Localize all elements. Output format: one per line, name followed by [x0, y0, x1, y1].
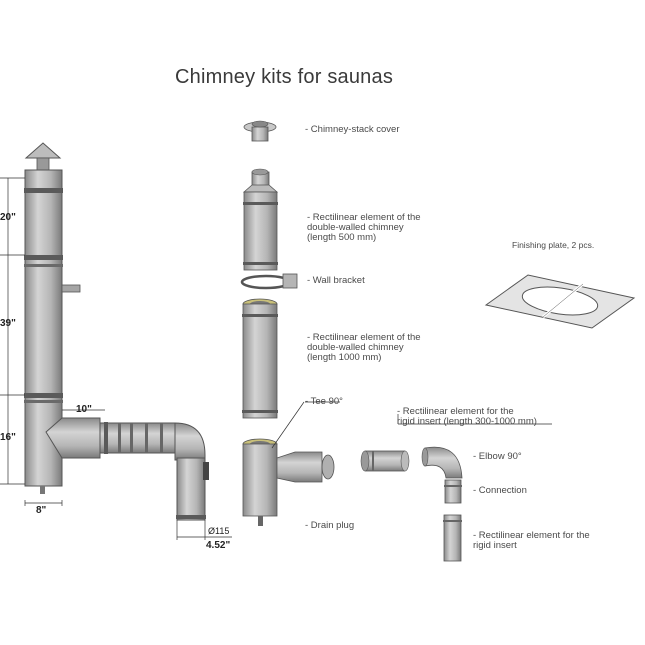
assembled-horizontal-pipe — [99, 422, 176, 454]
exploded-view — [240, 120, 552, 562]
assembled-cap — [24, 142, 62, 159]
part-rect500 — [242, 168, 279, 271]
dim-height-top: 20" — [0, 212, 16, 223]
dim-diameter: Ø115 — [208, 526, 230, 536]
part-elbow — [421, 446, 463, 479]
part-rect1000 — [242, 298, 278, 419]
part-rigid-insert — [360, 450, 410, 472]
part-tee — [242, 438, 335, 526]
part-bracket — [240, 273, 298, 290]
finishing-plate — [484, 274, 636, 329]
assembled-elbow — [174, 422, 206, 461]
assembled-chimney — [0, 142, 232, 540]
assembled-down-pipe — [176, 457, 206, 521]
label-finishing-plate: Finishing plate, 2 pcs. — [512, 240, 595, 250]
part-rigid-insert-vertical — [443, 514, 462, 562]
label-elbow: - Elbow 90° — [473, 451, 522, 462]
dim-height-low: 16" — [0, 432, 16, 443]
dim-offset: 10" — [76, 404, 92, 415]
assembled-bracket — [61, 284, 81, 293]
dim-base-width: 8" — [36, 505, 47, 516]
part-cover — [243, 120, 277, 142]
label-drain: - Drain plug — [305, 520, 355, 531]
assembled-cap-stem — [36, 157, 50, 171]
dim-outlet-width: 4.52" — [206, 540, 231, 551]
label-connection: - Connection — [473, 485, 527, 496]
diagram-title: Chimney kits for saunas — [175, 66, 394, 88]
assembled-drain — [40, 486, 45, 494]
label-tee: - Tee 90° — [305, 396, 343, 407]
label-bracket: - Wall bracket — [307, 275, 365, 286]
label-cover: - Chimney-stack cover — [305, 124, 400, 135]
part-connection — [444, 479, 462, 504]
dim-height-mid: 39" — [0, 318, 16, 329]
